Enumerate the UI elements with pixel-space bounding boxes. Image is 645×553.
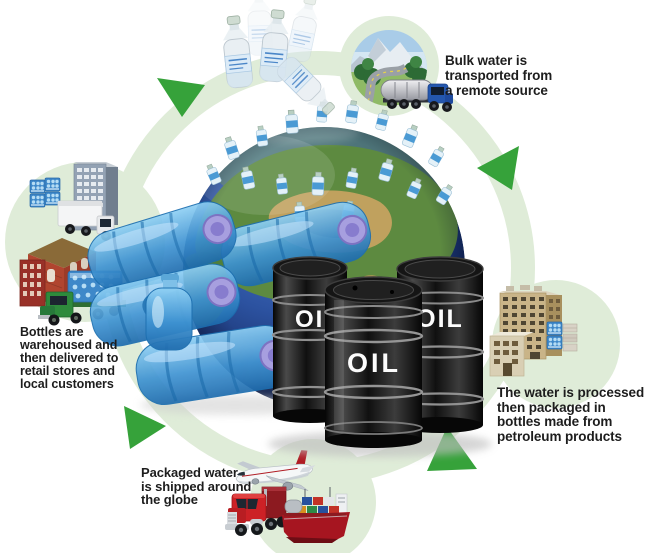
airplane-icon <box>235 450 316 491</box>
semi-truck-icon <box>225 486 288 536</box>
brick-building-icon <box>19 259 46 307</box>
global-shipping-scene <box>225 450 350 543</box>
caption-bulk-water: Bulk water is transported from a remote … <box>445 53 553 98</box>
oil-barrel-group: OIL OIL OIL <box>268 256 492 457</box>
arrow-upper-right-icon <box>477 146 519 190</box>
oil-barrel-icon: OIL <box>323 276 424 448</box>
tanker-truck-icon <box>380 79 453 112</box>
oil-label: OIL <box>416 305 464 333</box>
caption-shipping: Packaged water is shipped around the glo… <box>141 465 252 507</box>
arrow-lower-left-icon <box>124 406 166 449</box>
container-ship-icon <box>282 487 350 543</box>
box-truck-icon <box>57 200 115 241</box>
caption-retail: Bottles are warehoused and then delivere… <box>20 325 119 391</box>
processing-plant-scene <box>489 285 578 377</box>
caption-processing: The water is processed then packaged in … <box>497 385 645 444</box>
arrow-top-left-icon <box>157 78 205 117</box>
factory-building-icon <box>489 285 562 377</box>
bottle-pack-icon <box>29 177 61 208</box>
standing-jug <box>142 274 193 351</box>
bulk-water-source-scene <box>351 30 453 112</box>
oil-label: OIL <box>347 348 401 378</box>
pallet-stack-icon <box>562 323 578 352</box>
